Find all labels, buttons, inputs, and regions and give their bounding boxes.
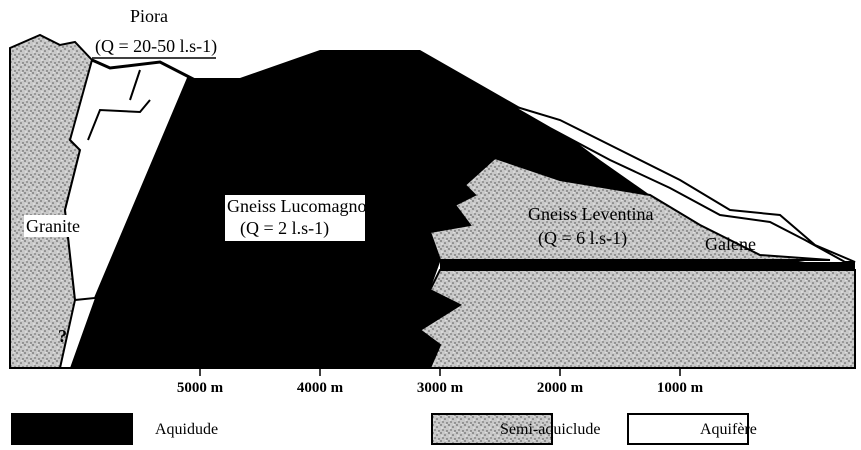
legend-label: Semi-aquiclude bbox=[500, 421, 600, 438]
axis-tick-label: 5000 m bbox=[177, 380, 224, 396]
axis-tick-label: 1000 m bbox=[657, 380, 704, 396]
gneiss-lucomagno-label: Gneiss Lucomagno bbox=[227, 196, 366, 216]
aquiclude-lower bbox=[440, 262, 855, 270]
lucomagno-flow-label: (Q = 2 l.s-1) bbox=[240, 218, 329, 239]
piora-label: Piora bbox=[130, 6, 168, 26]
lower-semi-block bbox=[420, 270, 855, 368]
galene-label: Galene bbox=[705, 234, 756, 254]
granite-label: Granite bbox=[26, 216, 80, 236]
leventina-flow-label: (Q = 6 l.s-1) bbox=[538, 228, 627, 249]
axis-tick-label: 4000 m bbox=[297, 380, 344, 396]
distance-axis: 5000 m 4000 m 3000 m 2000 m 1000 m bbox=[177, 368, 704, 396]
legend-label: Aquidude bbox=[155, 421, 218, 438]
question-mark: ? bbox=[58, 326, 67, 346]
legend: Aquidude Semi-aquiclude Aquifère bbox=[12, 414, 757, 444]
axis-tick-label: 3000 m bbox=[417, 380, 464, 396]
legend-label: Aquifère bbox=[700, 421, 757, 438]
legend-swatch bbox=[12, 414, 132, 444]
gneiss-leventina-label: Gneiss Leventina bbox=[528, 204, 653, 224]
axis-tick-label: 2000 m bbox=[537, 380, 584, 396]
piora-flow-label: (Q = 20-50 l.s-1) bbox=[95, 36, 217, 57]
